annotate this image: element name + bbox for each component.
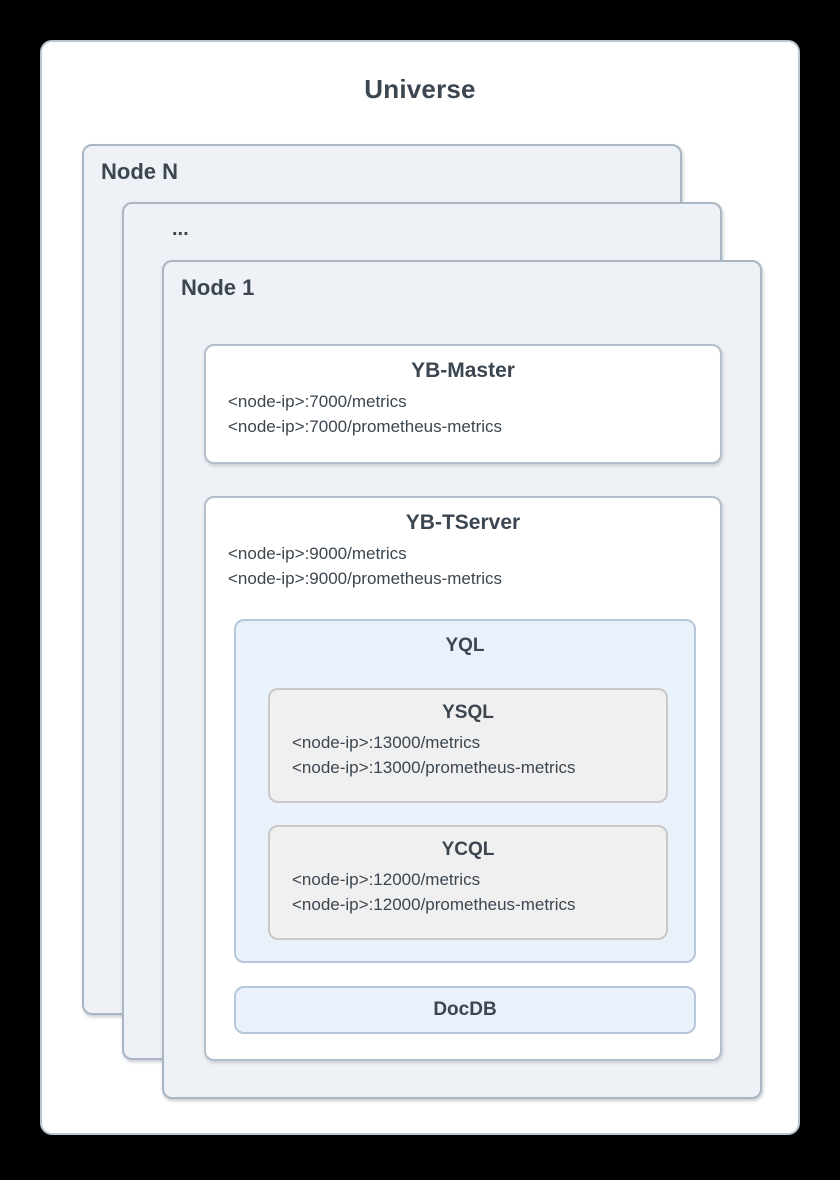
universe-title: Universe <box>364 74 476 104</box>
docdb-title: DocDB <box>433 999 497 1020</box>
yb-master-box: YB-Master <node-ip>:7000/metrics <node-i… <box>204 344 722 464</box>
yb-master-endpoint-prometheus: <node-ip>:7000/prometheus-metrics <box>228 417 503 436</box>
yb-tserver-title: YB-TServer <box>405 511 521 534</box>
docdb-box: DocDB <box>234 986 696 1034</box>
yb-tserver-endpoint-prometheus: <node-ip>:9000/prometheus-metrics <box>228 569 503 588</box>
ycql-box: YCQL <node-ip>:12000/metrics <node-ip>:1… <box>268 825 668 940</box>
yql-box: YQL YSQL <node-ip>:13000/metrics <node-i… <box>234 619 696 963</box>
ycql-title: YCQL <box>441 839 495 860</box>
ycql-endpoint-prometheus: <node-ip>:12000/prometheus-metrics <box>292 895 576 914</box>
ysql-box: YSQL <node-ip>:13000/metrics <node-ip>:1… <box>268 688 668 803</box>
ysql-endpoint-metrics: <node-ip>:13000/metrics <box>292 733 481 752</box>
ycql-endpoint-metrics: <node-ip>:12000/metrics <box>292 870 481 889</box>
node-ellipsis-label: ... <box>172 218 189 240</box>
yb-master-endpoint-metrics: <node-ip>:7000/metrics <box>228 392 407 411</box>
node-n-label: Node N <box>101 159 178 184</box>
yb-tserver-endpoints: <node-ip>:9000/metrics <node-ip>:9000/pr… <box>228 541 720 591</box>
ysql-endpoints: <node-ip>:13000/metrics <node-ip>:13000/… <box>292 730 666 780</box>
yb-tserver-box: YB-TServer <node-ip>:9000/metrics <node-… <box>204 496 722 1061</box>
ycql-endpoints: <node-ip>:12000/metrics <node-ip>:12000/… <box>292 867 666 917</box>
node-1-label: Node 1 <box>181 275 255 300</box>
yb-master-title: YB-Master <box>411 359 515 382</box>
universe-container: Universe Node N ... Node 1 YB-Master <no… <box>40 40 800 1135</box>
node-1-box: Node 1 YB-Master <node-ip>:7000/metrics … <box>162 260 762 1099</box>
ysql-title: YSQL <box>442 702 494 723</box>
yb-master-endpoints: <node-ip>:7000/metrics <node-ip>:7000/pr… <box>228 389 720 439</box>
yql-title: YQL <box>445 635 485 656</box>
yb-tserver-endpoint-metrics: <node-ip>:9000/metrics <box>228 544 407 563</box>
ysql-endpoint-prometheus: <node-ip>:13000/prometheus-metrics <box>292 758 576 777</box>
